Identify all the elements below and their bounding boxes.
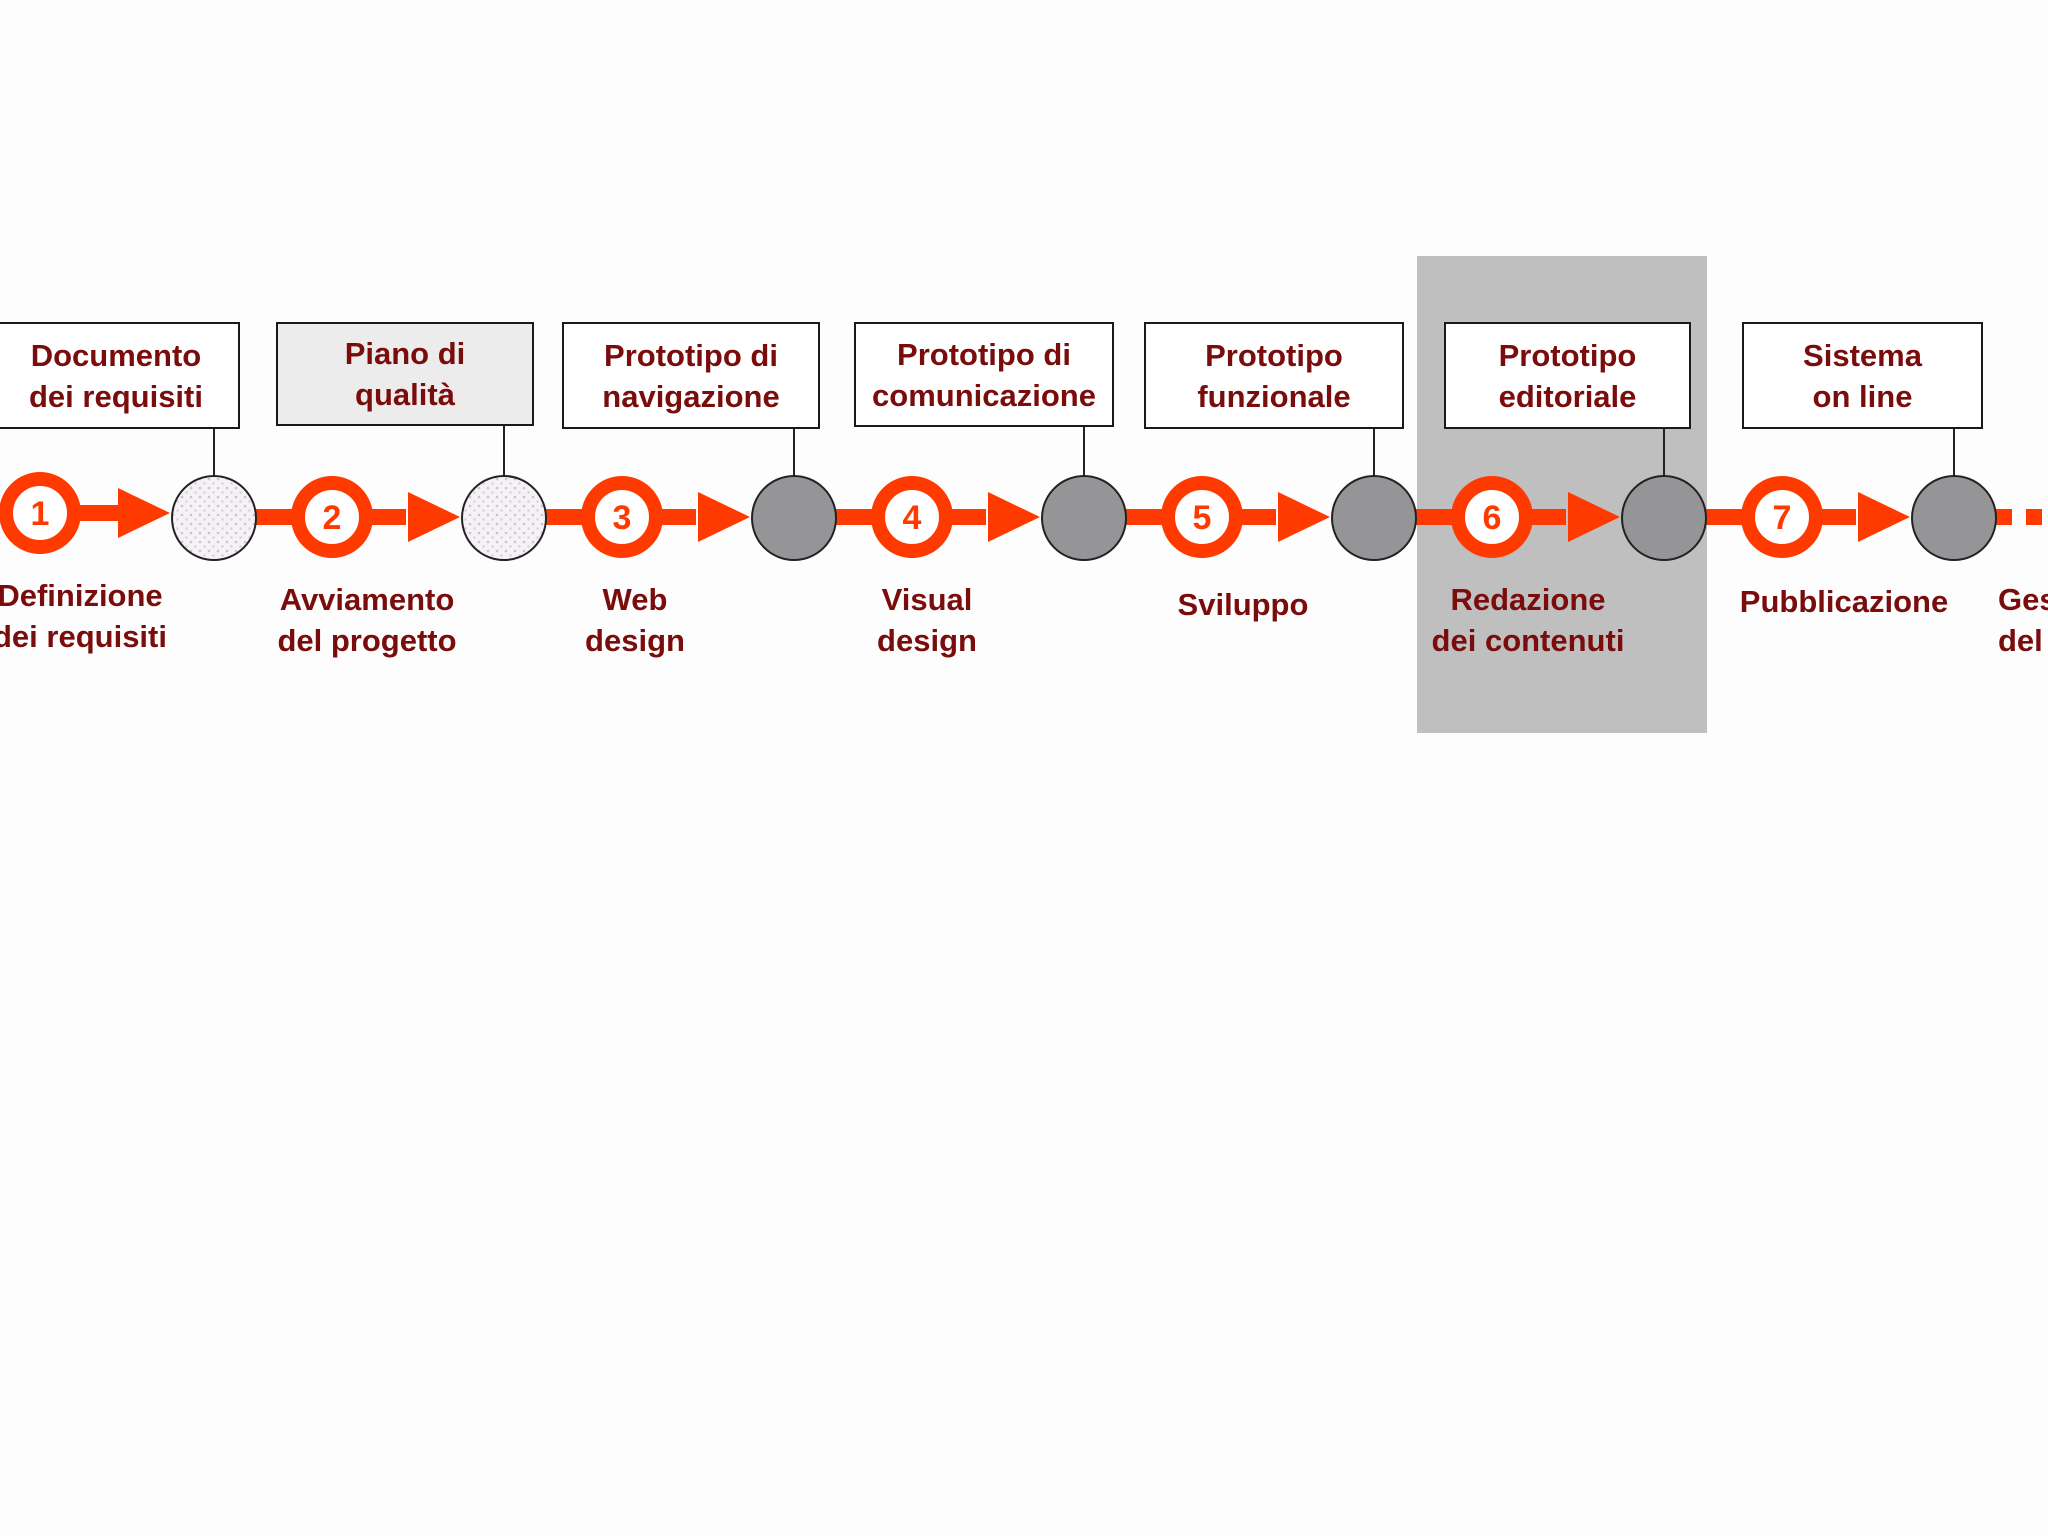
phase-2-label: Avviamento del progetto — [277, 582, 457, 658]
connector-lines — [213, 426, 1955, 478]
phase-5-segment: 5 — [1126, 476, 1330, 558]
milestone-1 — [171, 475, 257, 561]
phase-7-label: Pubblicazione — [1739, 584, 1949, 619]
milestone-2 — [461, 475, 547, 561]
milestone-6 — [1621, 475, 1707, 561]
arrow-head — [1858, 492, 1910, 542]
arrow-head — [1278, 492, 1330, 542]
deliverable-piano-qualita: Piano di qualità — [276, 322, 534, 426]
phase-6-circle — [1451, 476, 1533, 558]
phase-7-segment: 7 — [1706, 476, 1910, 558]
arrow-head — [118, 488, 170, 538]
deliverable-prototipo-funzionale: Prototipo funzionale — [1144, 322, 1404, 429]
phase-4-number: 4 — [903, 499, 922, 537]
phase-1-circle — [0, 472, 81, 554]
phase-5-circle — [1161, 476, 1243, 558]
phase-1-segment: 1 — [0, 472, 170, 554]
arrow-head — [698, 492, 750, 542]
arrow-head — [1568, 492, 1620, 542]
phase-4-segment: 4 — [836, 476, 1040, 558]
phase-3-number: 3 — [613, 499, 632, 537]
deliverable-prototipo-comunicazione: Prototipo di comunicazione — [854, 322, 1114, 427]
phase-6-number: 6 — [1483, 499, 1502, 537]
arrow-head — [408, 492, 460, 542]
deliverable-sistema-online: Sistema on line — [1742, 322, 1983, 429]
phase-6-label: Redazione dei contenuti — [1431, 582, 1625, 658]
phase-3-segment: 3 — [546, 476, 750, 558]
phase-5-number: 5 — [1193, 499, 1212, 537]
continuation-dash — [1996, 509, 2042, 525]
phase-4-label: Visual design — [877, 582, 977, 658]
phase-4-circle — [871, 476, 953, 558]
phase-2-circle — [291, 476, 373, 558]
phase-7-number: 7 — [1773, 499, 1792, 537]
phase-5-label: Sviluppo — [1177, 587, 1309, 622]
milestone-4 — [1041, 475, 1127, 561]
deliverable-prototipo-editoriale: Prototipo editoriale — [1444, 322, 1691, 429]
phase-3-label: Web design — [585, 582, 685, 658]
phase-2-segment: 2 — [256, 476, 460, 558]
deliverable-prototipo-navigazione: Prototipo di navigazione — [562, 322, 820, 429]
phase-3-circle — [581, 476, 663, 558]
milestone-5 — [1331, 475, 1417, 561]
phase-1-label: Definizione dei requisiti — [0, 578, 167, 654]
milestone-3 — [751, 475, 837, 561]
phase-6-segment: 6 — [1416, 476, 1620, 558]
milestone-7 — [1911, 475, 1997, 561]
deliverable-documento-requisiti: Documento dei requisiti — [0, 322, 240, 429]
arrow-head — [988, 492, 1040, 542]
phase-8-label: Gestione del sito — [1998, 582, 2048, 658]
phase-2-number: 2 — [323, 499, 342, 537]
phase-1-number: 1 — [31, 495, 50, 533]
phase-7-circle — [1741, 476, 1823, 558]
